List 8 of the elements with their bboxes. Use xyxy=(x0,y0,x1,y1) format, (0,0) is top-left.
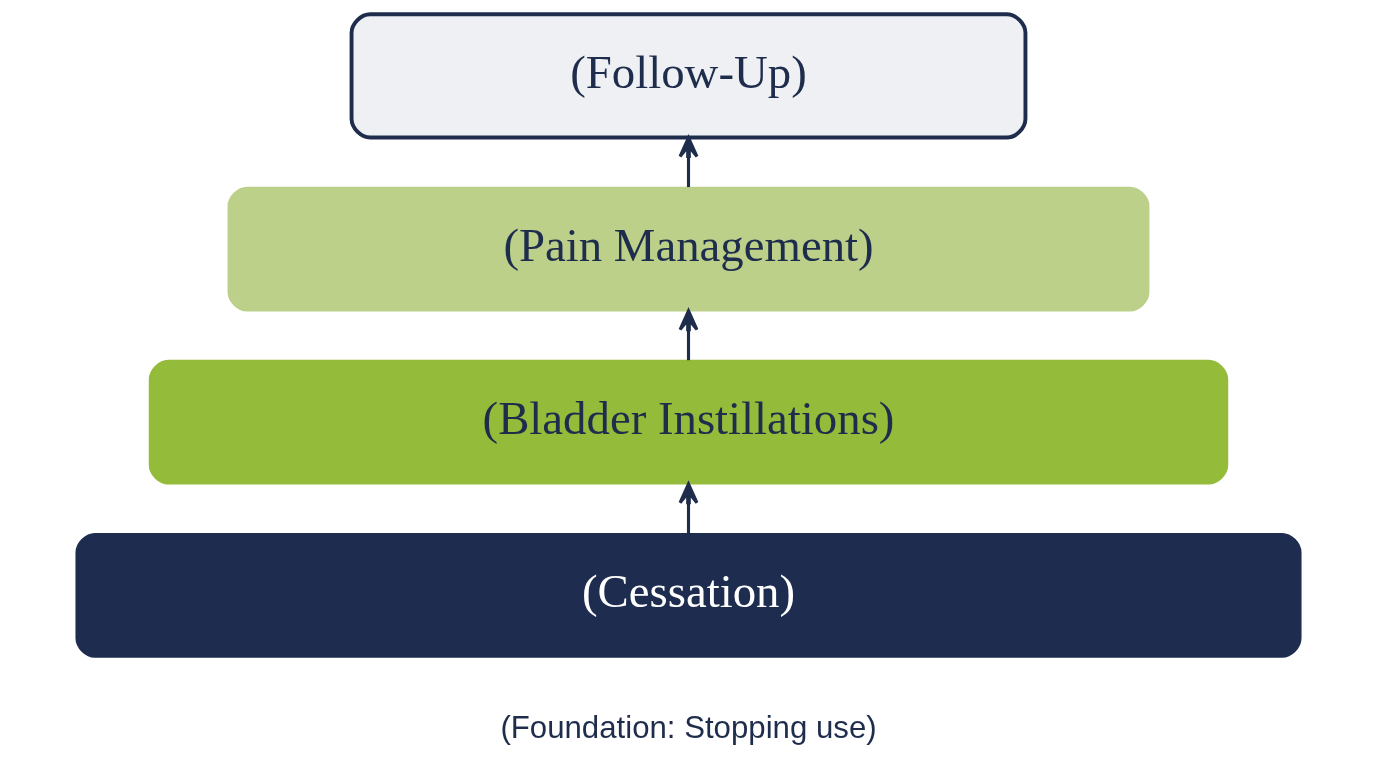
node-label: (Foundation: Stopping use) xyxy=(499,710,877,746)
arrow xyxy=(678,309,698,361)
arrow xyxy=(678,136,698,188)
node-box: (Bladder Instillations) xyxy=(148,359,1228,485)
arrow xyxy=(678,482,698,534)
node-box: (Cessation) xyxy=(74,532,1302,658)
node-box: (Pain Management) xyxy=(227,186,1149,312)
node-box: (Follow-Up) xyxy=(349,12,1027,140)
